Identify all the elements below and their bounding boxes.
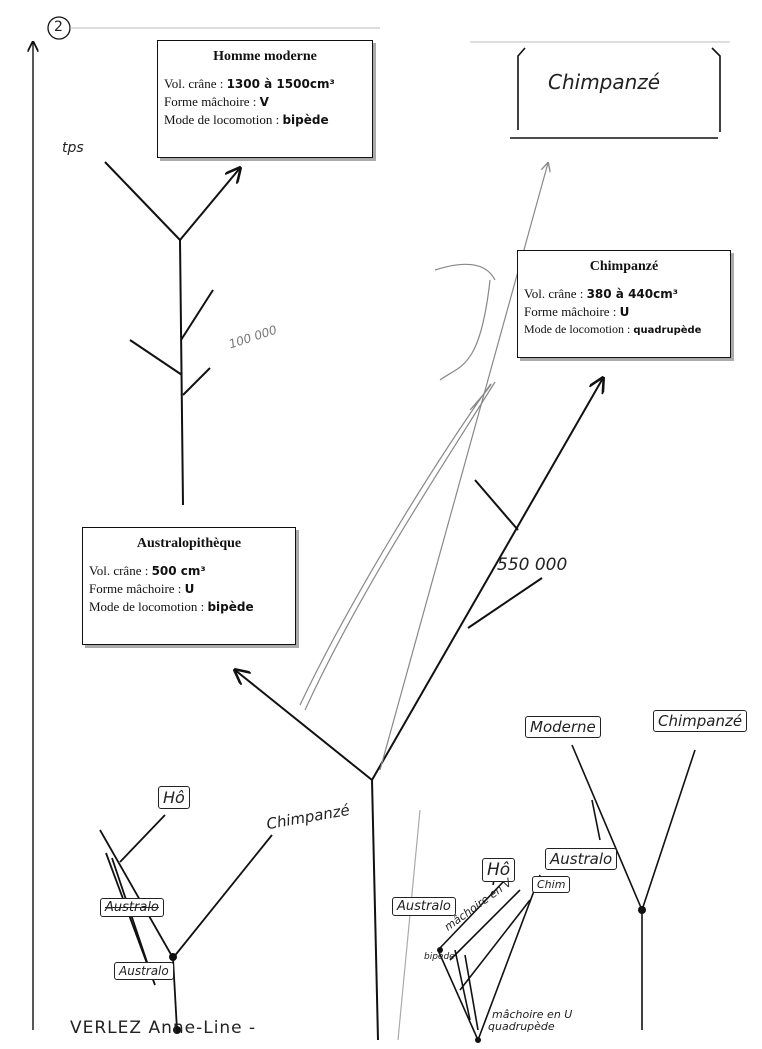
machoire-label: Forme mâchoire : [524,304,616,319]
machoire-value: U [620,305,630,319]
quadrupede-label: quadrupède [488,1020,555,1033]
crane-value: 380 à 440cm³ [587,287,678,301]
tag-australo-right: Australo [545,848,617,870]
crane-row: Vol. crâne : 380 à 440cm³ [524,285,724,303]
tag-ho-left: Hô [158,786,190,809]
node-dot [638,906,646,914]
locomotion-label: Mode de locomotion : [89,599,204,614]
crane-label: Vol. crâne : [89,563,148,578]
bottom-left-tree [100,815,272,1030]
locomotion-row: Mode de locomotion : quadrupède [524,321,724,339]
tag-australo-bottom: Australo [114,962,174,980]
chimp-top-label: Chimpanzé [548,70,660,94]
machoire-label: Forme mâchoire : [164,94,256,109]
machoire-row: Forme mâchoire : U [524,303,724,321]
crane-label: Vol. crâne : [524,286,583,301]
locomotion-label: Mode de locomotion : [524,322,630,336]
bottom-right-tree [572,745,695,1030]
homme-moderne-box: Homme moderne Vol. crâne : 1300 à 1500cm… [157,40,373,158]
machoire-row: Forme mâchoire : U [89,580,289,598]
locomotion-row: Mode de locomotion : bipède [89,598,289,616]
locomotion-label: Mode de locomotion : [164,112,279,127]
tag-ho-mid: Hô [482,858,515,882]
box-title: Chimpanzé [524,259,724,275]
crane-label: Vol. crâne : [164,76,223,91]
crane-row: Vol. crâne : 1300 à 1500cm³ [164,75,366,93]
tag-chim-mid: Chim [532,876,570,893]
page-number: 2 [54,19,63,35]
axis-label: tps [62,140,84,156]
crane-value: 1300 à 1500cm³ [227,77,335,91]
tag-moderne: Moderne [525,716,601,738]
chimpanze-box: Chimpanzé Vol. crâne : 380 à 440cm³ Form… [517,250,731,358]
machoire-value: U [185,582,195,596]
signature: VERLEZ Anne-Line - [70,1018,256,1038]
node-dot [169,953,177,961]
machoire-value: V [260,95,269,109]
node-dot [475,1037,481,1043]
locomotion-value: bipède [282,113,328,127]
box-title: Australopithèque [89,536,289,552]
box-title: Homme moderne [164,49,366,65]
locomotion-row: Mode de locomotion : bipède [164,111,366,129]
crane-value: 500 cm³ [152,564,206,578]
australopitheque-box: Australopithèque Vol. crâne : 500 cm³ Fo… [82,527,296,645]
upper-tree [105,162,240,505]
tag-chimpanze-right: Chimpanzé [653,710,747,732]
tag-australo-crossed: Australo [100,898,164,917]
locomotion-value: quadrupède [633,325,701,336]
machoire-label: Forme mâchoire : [89,581,181,596]
crane-row: Vol. crâne : 500 cm³ [89,562,289,580]
bipede-label: bipède [424,952,455,962]
tag-australo-mid: Australo [392,897,456,916]
main-tree [235,378,603,1040]
mark-550-label: 550 000 [497,555,567,575]
machoire-row: Forme mâchoire : V [164,93,366,111]
locomotion-value: bipède [207,600,253,614]
